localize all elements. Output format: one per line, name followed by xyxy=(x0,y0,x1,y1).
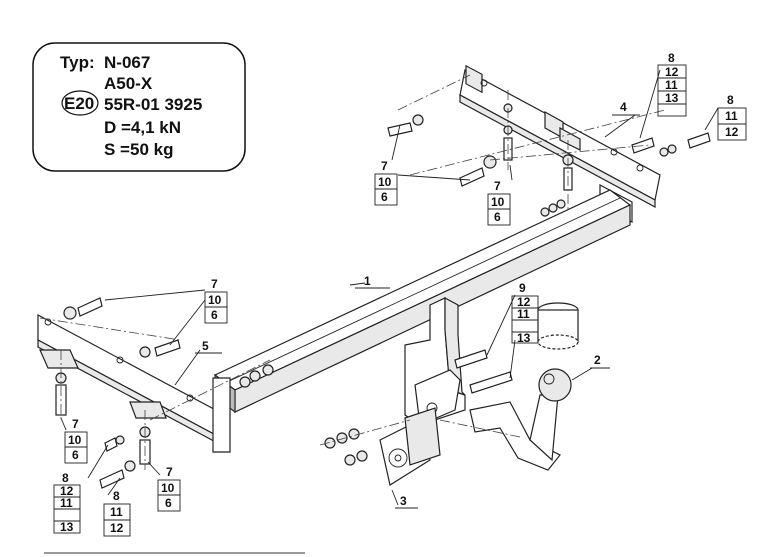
callout-bl-8: 8 xyxy=(62,471,69,485)
callout-bottom-right-stack: 7 10 6 xyxy=(157,465,181,512)
e-mark: E20 xyxy=(64,94,94,113)
typ-label: Typ: xyxy=(60,53,95,72)
callout-br-7: 7 xyxy=(166,465,173,479)
callout-bm-12: 12 xyxy=(110,521,124,535)
callout-4: 4 xyxy=(620,100,627,114)
callout-c-9: 9 xyxy=(519,281,526,295)
callout-br-6: 6 xyxy=(165,496,172,510)
s-value: S =50 kg xyxy=(104,140,173,159)
callout-tm-6: 6 xyxy=(494,210,501,224)
callout-top-left-stack: 7 10 6 xyxy=(374,159,398,206)
left-bracket-part-5 xyxy=(37,313,231,453)
callout-part-1: 1 xyxy=(355,274,390,289)
callout-3: 3 xyxy=(400,494,407,508)
e-mark-oval xyxy=(61,90,99,116)
model-value: A50-X xyxy=(104,74,153,93)
callout-lb-10: 10 xyxy=(68,433,82,447)
callout-part-2: 2 xyxy=(590,353,610,369)
callout-top-mid-stack: 7 10 6 xyxy=(487,179,511,226)
callout-left-top-stack: 7 10 6 xyxy=(204,277,228,324)
callout-part-5: 5 xyxy=(195,339,222,354)
callout-1: 1 xyxy=(364,274,371,288)
callout-left-bottom-stack: 7 10 6 xyxy=(64,417,88,464)
callout-top-12: 12 xyxy=(665,65,679,79)
callout-top-11: 11 xyxy=(665,78,678,92)
callout-right-12: 12 xyxy=(725,125,739,139)
callout-br-10: 10 xyxy=(161,481,175,495)
callout-bm-11: 11 xyxy=(110,505,123,519)
callout-tm-7: 7 xyxy=(494,179,501,193)
callout-right-stack: 8 11 12 xyxy=(717,93,747,141)
callout-center-stack: 9 12 11 13 xyxy=(511,281,539,345)
callout-top-8: 8 xyxy=(668,51,675,65)
approval-number: 55R-01 3925 xyxy=(104,95,202,114)
right-bracket-part-4 xyxy=(459,64,661,223)
callout-5: 5 xyxy=(202,339,209,353)
assembly-axis-lines xyxy=(39,74,666,470)
callout-right-8: 8 xyxy=(727,93,734,107)
spec-box: Typ: N-067 A50-X E20 55R-01 3925 D =4,1 … xyxy=(32,42,246,172)
callout-bottom-mid-stack: 8 11 12 xyxy=(103,489,131,537)
callout-2: 2 xyxy=(594,353,601,367)
callout-part-3: 3 xyxy=(395,494,418,509)
ball-cap xyxy=(537,302,579,350)
callout-top-13: 13 xyxy=(665,91,679,105)
callout-lt-7: 7 xyxy=(211,277,218,291)
d-value: D =4,1 kN xyxy=(104,118,181,137)
callout-c-13: 13 xyxy=(517,331,531,345)
callout-tl-10: 10 xyxy=(378,175,392,189)
callout-lt-10: 10 xyxy=(208,293,222,307)
callout-top-stack: 8 12 11 13 xyxy=(657,51,687,117)
callout-c-12: 12 xyxy=(517,295,531,309)
callout-part-4: 4 xyxy=(612,100,640,116)
callout-lt-6: 6 xyxy=(211,308,218,322)
callout-lb-7: 7 xyxy=(72,417,79,431)
leader-lines xyxy=(60,69,719,506)
callout-c-11: 11 xyxy=(517,307,530,321)
callout-tm-10: 10 xyxy=(491,195,505,209)
callout-tl-6: 6 xyxy=(381,190,388,204)
callout-lb-6: 6 xyxy=(72,448,79,462)
callout-bl-11: 11 xyxy=(60,496,73,510)
callout-bl-13: 13 xyxy=(60,520,74,534)
typ-value: N-067 xyxy=(104,53,150,72)
callout-bm-8: 8 xyxy=(113,489,120,503)
callout-bl-12: 12 xyxy=(60,484,74,498)
socket-plate-part-3 xyxy=(379,407,441,486)
callout-bottom-left-stack: 8 12 11 13 xyxy=(53,471,81,534)
callout-tl-7: 7 xyxy=(381,159,388,173)
callout-right-11: 11 xyxy=(725,109,738,123)
